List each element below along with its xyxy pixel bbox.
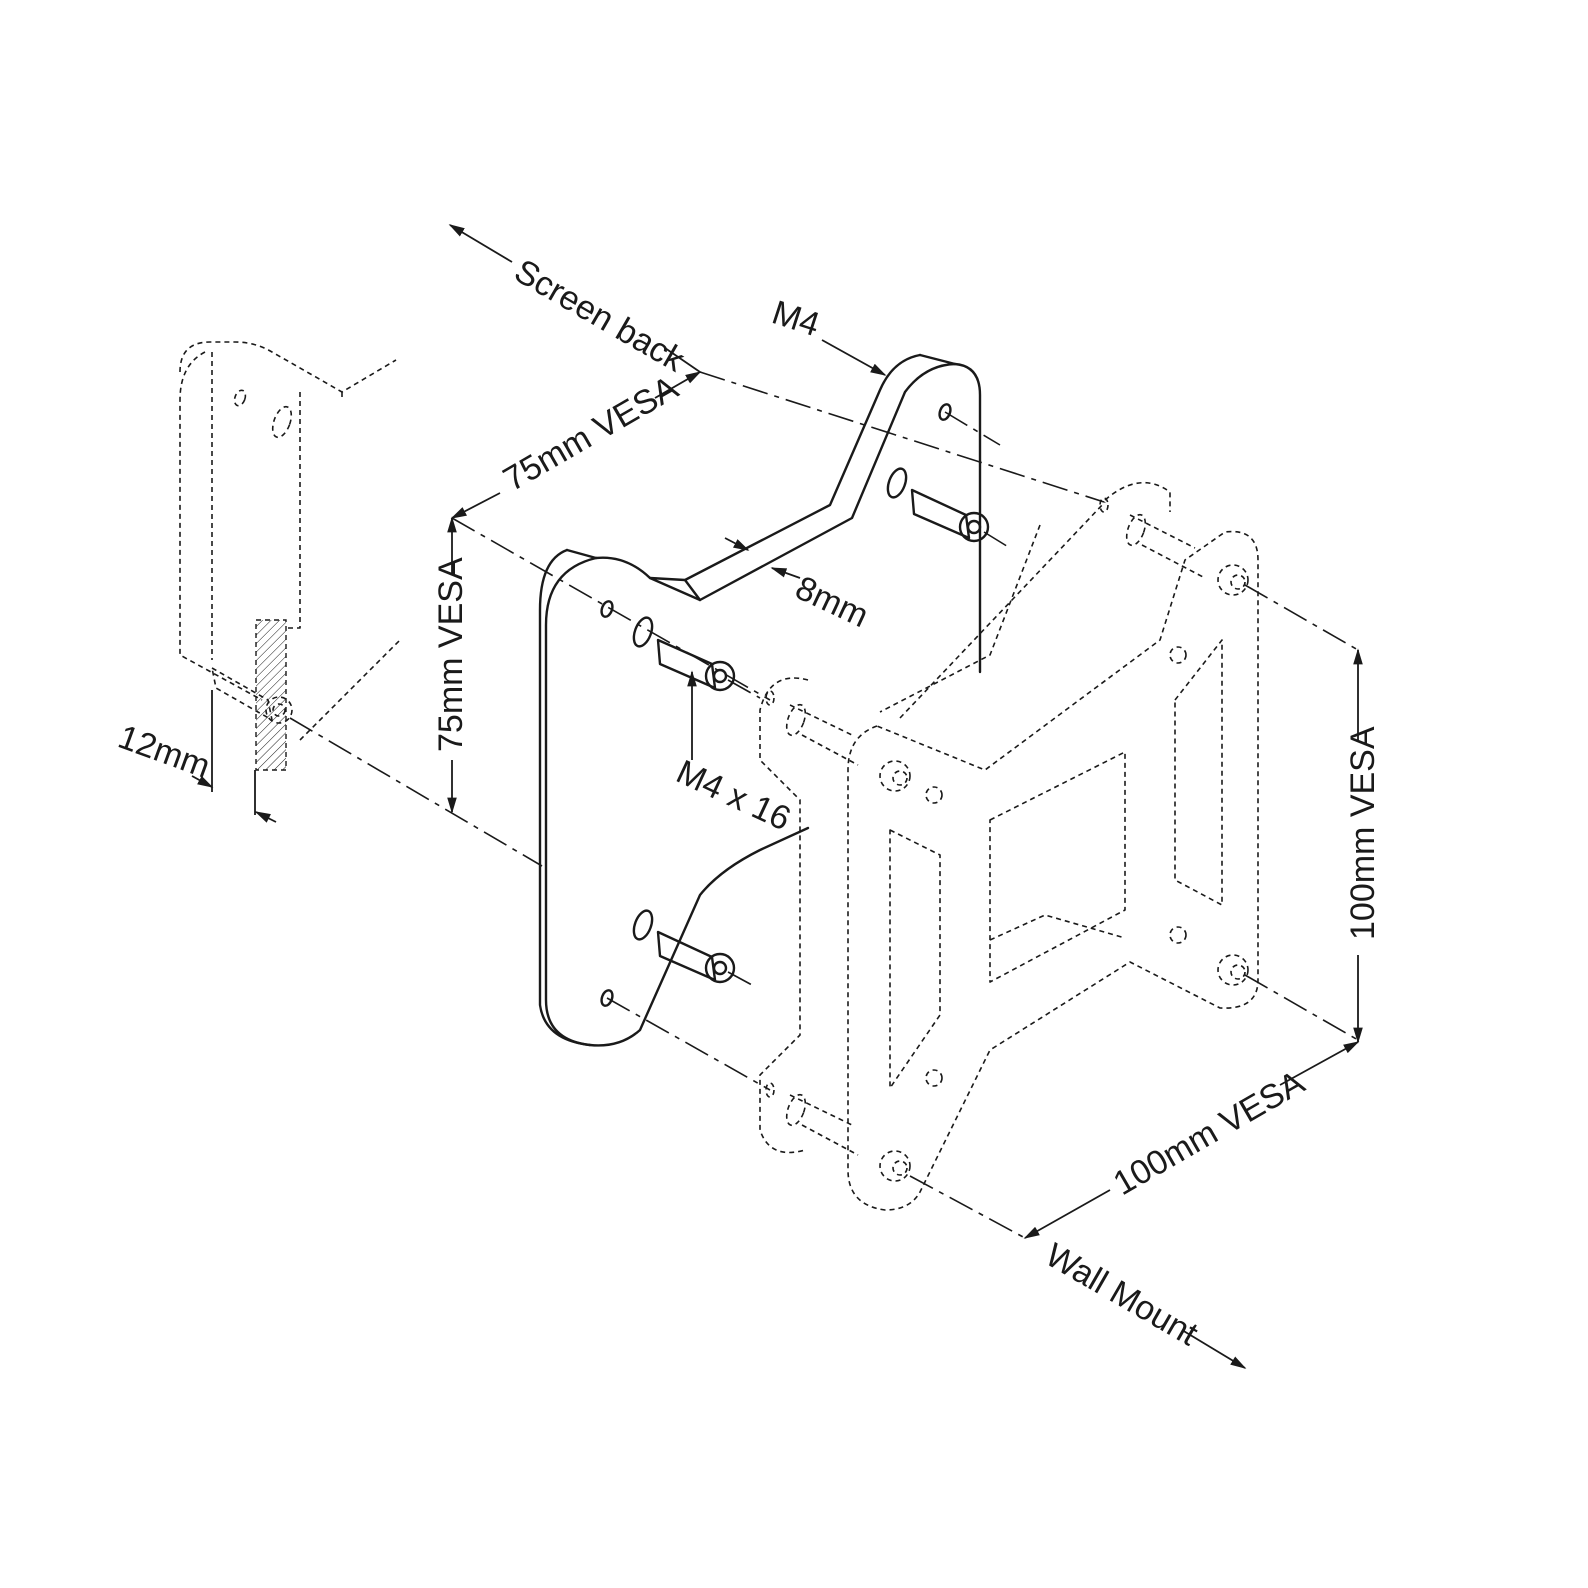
vesa75-horizontal-dimension	[450, 371, 702, 519]
vesa100-horizontal-dimension	[1023, 1041, 1360, 1239]
screen-back-screw	[211, 667, 293, 724]
vesa75-vertical-label: 75mm VESA	[432, 557, 470, 752]
wall-mount-label: Wall Mount	[1039, 1236, 1205, 1354]
screen-back-outline	[179, 341, 401, 771]
wall-mount-bracket	[759, 481, 1259, 1211]
vesa100-vertical-label: 100mm VESA	[1344, 726, 1382, 940]
screw-lower-left	[656, 930, 736, 984]
depth-12mm-label: 12mm	[113, 718, 215, 786]
vesa75-horizontal-label: 75mm VESA	[497, 369, 685, 499]
screw-upper-right	[910, 488, 990, 543]
screw-upper-left	[656, 638, 736, 692]
vesa100-horizontal-label: 100mm VESA	[1107, 1063, 1311, 1203]
m4-leader	[821, 339, 887, 376]
screen-back-label: Screen back	[508, 252, 692, 380]
screen-back-arrow	[448, 224, 701, 373]
m4-label: M4	[768, 293, 825, 344]
depth-12mm-dimension	[191, 690, 277, 823]
adapter-plate	[538, 353, 982, 1047]
thickness-8mm-label: 8mm	[790, 569, 875, 635]
center-lines	[289, 371, 1359, 1239]
wall-mount-arrow	[1181, 1329, 1247, 1369]
screw-label: M4 x 16	[671, 753, 797, 839]
thickness-8mm-dimension	[724, 537, 801, 579]
